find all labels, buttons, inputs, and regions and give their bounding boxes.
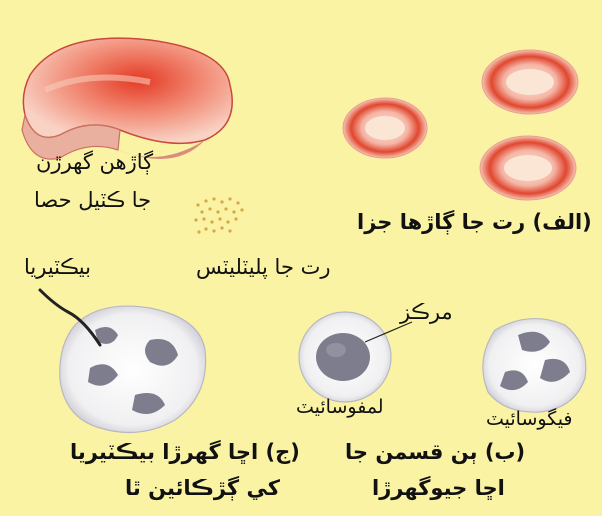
phagocyte-label: فيگوسائيٽ [486, 408, 573, 430]
lymphocyte-illustration [299, 312, 412, 402]
nucleus-label: مرڪز [400, 300, 453, 324]
rbc-caption: (الف) رت جا ڳاڙها جزا [357, 210, 592, 234]
wbc-caption-line2: اڇا جيوگهرڙا [372, 476, 505, 500]
platelets-illustration [194, 197, 243, 233]
lymphocyte-label: لمفوسائيٽ [296, 396, 384, 418]
wbc-caption-line1: (ب) ٻن قسمن جا [345, 440, 525, 464]
phagocyte-engulfing-illustration [40, 290, 206, 433]
rbc-section-illustration [22, 38, 232, 159]
rbc-cell [482, 50, 578, 114]
platelets-label: رت جا پليٽليٽس [196, 255, 331, 279]
rbc-piece-label-line1: ڳاڙهن گهرڙن [36, 150, 153, 174]
phago-caption-line2: کي ڳڙڪائين ٿا [125, 476, 280, 500]
rbc-cell [343, 98, 427, 158]
phago-caption-line1: (ج) اڇا گهرڙا بيڪٽيريا [70, 440, 300, 464]
rbc-cell [480, 136, 576, 200]
phagocyte-illustration [483, 319, 586, 413]
bacteria-label: بيڪٽيريا [24, 255, 91, 279]
rbc-piece-label-line2: جا ڪٽيل حصا [34, 188, 151, 212]
